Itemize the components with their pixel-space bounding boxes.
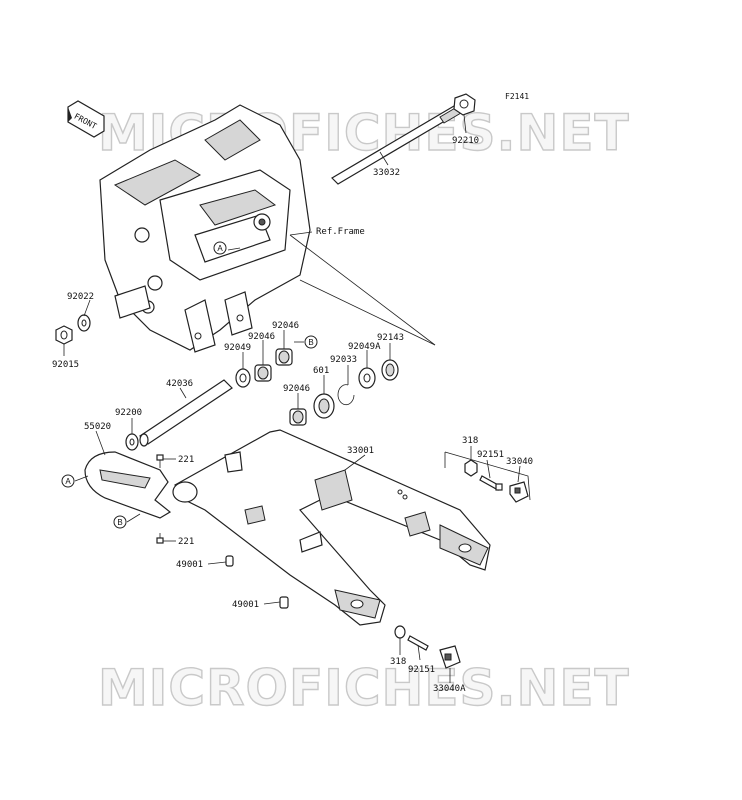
label-92046-low: 92046: [283, 384, 310, 394]
label-33040A: 33040A: [433, 684, 466, 694]
label-33040: 33040: [506, 457, 533, 467]
callout-b1: B: [304, 335, 318, 349]
chain-guard-55020-illustration: [84, 451, 172, 519]
ref-line-frame-b: [299, 279, 436, 346]
label-92046-top: 92046: [272, 321, 299, 331]
label-92022: 92022: [67, 292, 94, 302]
nut-318b-icon: [394, 625, 406, 639]
screw-221a-icon: [156, 454, 164, 468]
ref-frame-note: Ref.Frame: [316, 227, 365, 237]
leader-92022: [83, 299, 91, 317]
label-318-bottom: 318: [390, 657, 406, 667]
label-33032: 33032: [373, 168, 400, 178]
collar-92049-icon: [235, 368, 251, 388]
collar-92049A-icon: [358, 367, 376, 389]
nut-92210-icon: [453, 93, 476, 116]
leader-92151a: [486, 459, 491, 479]
grease-nipple-49001b-icon: [279, 596, 289, 609]
circlip-92033-icon: [337, 384, 355, 406]
ref-line-frame-a: [289, 234, 436, 346]
label-92151-top: 92151: [477, 450, 504, 460]
adjuster-33040-icon: [509, 481, 529, 503]
leader-49001b: [263, 601, 281, 605]
callout-a1: A: [213, 241, 227, 255]
leader-33040: [517, 465, 521, 483]
frame-illustration: [99, 104, 311, 353]
label-42036: 42036: [166, 379, 193, 389]
figure-code: F2141: [505, 92, 529, 101]
label-55020: 55020: [84, 422, 111, 432]
label-92210: 92210: [452, 136, 479, 146]
callout-b2: B: [113, 515, 127, 529]
label-92049: 92049: [224, 343, 251, 353]
label-49001-top: 49001: [176, 560, 203, 570]
leader-92151b: [417, 644, 421, 661]
sleeve-42036-illustration: [139, 379, 233, 447]
front-arrow-icon: FRONT: [67, 100, 105, 138]
leader-49001a: [207, 561, 227, 565]
label-92046-mid: 92046: [248, 332, 275, 342]
leader-33032: [379, 151, 389, 166]
washer-92200-icon: [125, 433, 139, 451]
label-601: 601: [313, 366, 329, 376]
label-49001-bottom: 49001: [232, 600, 259, 610]
bracket-line-upper: [444, 451, 531, 501]
bearing-92046c-icon: [289, 408, 307, 426]
label-318-top: 318: [462, 436, 478, 446]
label-92200: 92200: [115, 408, 142, 418]
svg-text:B: B: [308, 338, 313, 347]
leader-callout-b2: [126, 513, 141, 523]
label-92049A: 92049A: [348, 342, 381, 352]
label-92143: 92143: [377, 333, 404, 343]
swingarm-33001-illustration: [172, 429, 491, 626]
label-221-top: 221: [178, 455, 194, 465]
screw-221b-icon: [156, 533, 164, 544]
leader-33001: [344, 454, 366, 471]
label-92033: 92033: [330, 355, 357, 365]
label-33001: 33001: [347, 446, 374, 456]
bearing-601-icon: [313, 393, 335, 419]
label-221-bottom: 221: [178, 537, 194, 547]
leader-92210: [463, 114, 467, 134]
label-92151-bottom: 92151: [408, 665, 435, 675]
bearing-92046a-icon: [254, 364, 272, 382]
svg-text:B: B: [117, 518, 122, 527]
washer-92022-icon: [77, 314, 91, 332]
svg-text:A: A: [65, 477, 71, 486]
watermark-bottom: MICROFICHES.NET: [98, 659, 630, 717]
ref-frame-leader: [289, 231, 313, 236]
callout-a2: A: [61, 474, 75, 488]
cap-92143-icon: [381, 359, 399, 381]
nut-318a-icon: [464, 459, 478, 477]
leader-42036: [179, 387, 187, 399]
label-92015: 92015: [52, 360, 79, 370]
bolt-92151a-icon: [479, 475, 503, 491]
svg-text:A: A: [217, 244, 223, 253]
bolt-92151b-icon: [407, 635, 429, 651]
leader-callout-a1: [227, 247, 241, 251]
grease-nipple-49001a-icon: [225, 555, 234, 567]
leader-55020: [95, 430, 106, 456]
adjuster-33040A-icon: [439, 645, 461, 669]
bearing-92046b-icon: [275, 348, 293, 366]
nut-92015-icon: [55, 325, 73, 345]
leader-callout-a2: [74, 475, 89, 482]
